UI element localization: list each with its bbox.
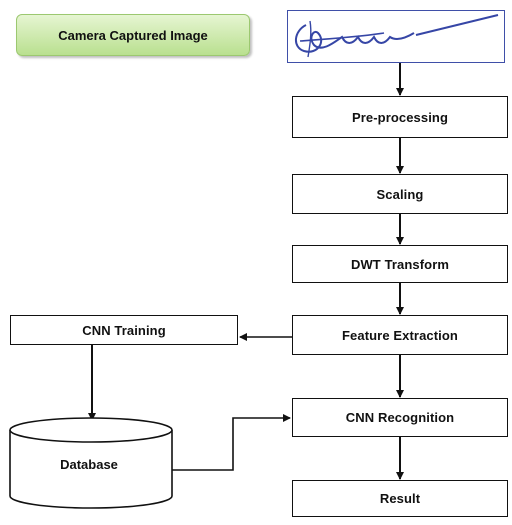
- result-box: Result: [292, 480, 508, 517]
- scaling-label: Scaling: [376, 186, 424, 202]
- cnn-training-label: CNN Training: [82, 322, 166, 338]
- camera-captured-image-label: Camera Captured Image: [16, 14, 250, 56]
- feature-extraction-box: Feature Extraction: [292, 315, 508, 355]
- cnn-training-box: CNN Training: [10, 315, 238, 345]
- feature-extraction-label: Feature Extraction: [342, 327, 458, 343]
- signature-image: [287, 10, 505, 63]
- cnn-recognition-label: CNN Recognition: [345, 410, 455, 425]
- dwt-transform-box: DWT Transform: [292, 245, 508, 283]
- dwt-transform-label: DWT Transform: [350, 256, 450, 272]
- preprocessing-label: Pre-processing: [351, 109, 449, 125]
- database-cylinder: [9, 417, 173, 509]
- result-label: Result: [379, 491, 421, 506]
- database-label: Database: [60, 457, 118, 472]
- arrow-database-to-recognition: [172, 414, 291, 471]
- signature-scribble: [295, 14, 499, 58]
- scaling-box: Scaling: [292, 174, 508, 214]
- preprocessing-box: Pre-processing: [292, 96, 508, 138]
- cnn-recognition-box: CNN Recognition: [292, 398, 508, 437]
